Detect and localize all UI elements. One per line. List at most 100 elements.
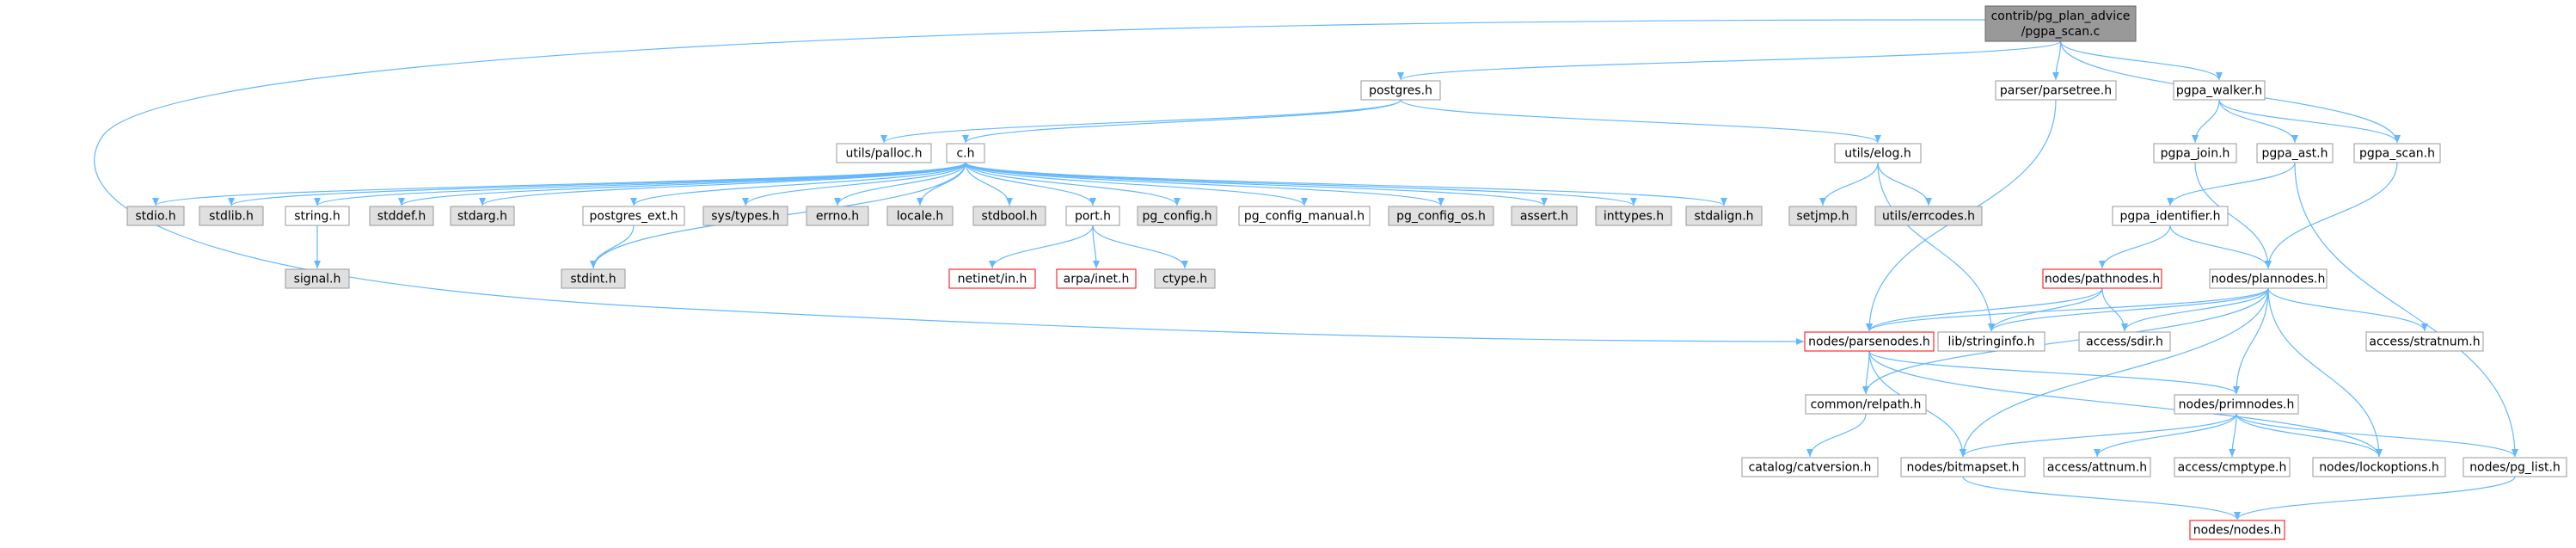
node-setjmp-h[interactable]: setjmp.h: [1788, 206, 1857, 226]
node-label: locale.h: [897, 210, 944, 224]
node-label: nodes/pg_list.h: [2469, 461, 2561, 475]
node-utils-palloc-h[interactable]: utils/palloc.h: [836, 143, 932, 163]
node-netinet-in-h[interactable]: netinet/in.h: [948, 268, 1036, 289]
node-postgres-ext-h[interactable]: postgres_ext.h: [582, 206, 685, 226]
node-port-h[interactable]: port.h: [1065, 206, 1120, 226]
node-access-sdir-h[interactable]: access/sdir.h: [2078, 331, 2171, 352]
edge-pgpa-scan-h-to-nodes-plannodes-h: [2265, 162, 2398, 269]
edge-c-h-to-stdalign-h: [965, 162, 1727, 206]
node-catalog-catversion-h[interactable]: catalog/catversion.h: [1741, 457, 1879, 477]
node-layer: contrib/pg_plan_advice /pgpa_scan.c post…: [126, 5, 2567, 540]
edge-nodes-primnodes-h-to-nodes-pg-list-h: [2236, 413, 2518, 458]
edge-c-h-to-assert-h: [965, 162, 1548, 206]
node-nodes-primnodes-h[interactable]: nodes/primnodes.h: [2174, 394, 2299, 415]
node-pg-config-h[interactable]: pg_config.h: [1137, 206, 1217, 226]
node-label: common/relpath.h: [1811, 398, 1922, 412]
node-ctype-h[interactable]: ctype.h: [1154, 268, 1216, 289]
node-label: pgpa_walker.h: [2176, 84, 2262, 98]
node-common-relpath-h[interactable]: common/relpath.h: [1805, 394, 1927, 415]
node-nodes-plannodes-h[interactable]: nodes/plannodes.h: [2209, 268, 2328, 289]
node-label: stdarg.h: [457, 210, 507, 224]
node-stdio-h[interactable]: stdio.h: [126, 206, 185, 226]
node-nodes-pg-list-h[interactable]: nodes/pg_list.h: [2463, 457, 2567, 477]
node-pgpa-scan-h[interactable]: pgpa_scan.h: [2353, 143, 2441, 163]
node-inttypes-h[interactable]: inttypes.h: [1595, 206, 1672, 226]
edge-c-h-to-port-h: [965, 162, 1096, 206]
node-box: [1360, 80, 1441, 101]
node-stdalign-h[interactable]: stdalign.h: [1685, 206, 1763, 226]
node-label: errno.h: [816, 210, 859, 224]
node-sys-types-h[interactable]: sys/types.h: [702, 206, 788, 226]
edge-common-relpath-h-to-catalog-catversion-h: [1806, 413, 1867, 458]
edge-nodes-pg-list-h-to-nodes-nodes-h: [2234, 476, 2516, 520]
node-assert-h[interactable]: assert.h: [1511, 206, 1578, 226]
node-errno-h[interactable]: errno.h: [806, 206, 869, 226]
edge-nodes-pathnodes-h-to-nodes-parsenodes-h: [1866, 287, 2103, 332]
node-access-attnum-h[interactable]: access/attnum.h: [2043, 457, 2151, 477]
node-stdbool-h[interactable]: stdbool.h: [972, 206, 1046, 226]
node-label: netinet/in.h: [958, 273, 1027, 286]
node-label: pgpa_scan.h: [2359, 147, 2435, 161]
node-pgpa-walker-h[interactable]: pgpa_walker.h: [2173, 80, 2266, 101]
node-box: [2174, 457, 2291, 477]
node-label: port.h: [1075, 210, 1111, 224]
root-node[interactable]: contrib/pg_plan_advice /pgpa_scan.c: [1984, 5, 2137, 42]
node-parsetree-h[interactable]: parser/parsetree.h: [1995, 80, 2117, 101]
node-locale-h[interactable]: locale.h: [886, 206, 954, 226]
node-box: [450, 206, 515, 226]
root-label-line-1: contrib/pg_plan_advice: [1991, 9, 2131, 23]
node-string-h[interactable]: string.h: [285, 206, 350, 226]
node-stddef-h[interactable]: stddef.h: [369, 206, 434, 226]
node-arpa-inet-h[interactable]: arpa/inet.h: [1056, 268, 1137, 289]
node-box: [582, 206, 685, 226]
node-pgpa-join-h[interactable]: pgpa_join.h: [2153, 143, 2237, 163]
node-box: [2353, 143, 2441, 163]
node-c-h[interactable]: c.h: [946, 143, 985, 163]
edge-c-h-to-locale-h: [917, 162, 966, 206]
node-utils-errcodes-h[interactable]: utils/errcodes.h: [1874, 206, 1983, 226]
node-lib-stringinfo-h[interactable]: lib/stringinfo.h: [1937, 331, 2045, 352]
node-pg-config-manual-h[interactable]: pg_config_manual.h: [1238, 206, 1371, 226]
node-access-stratnum-h[interactable]: access/stratnum.h: [2365, 331, 2484, 352]
node-nodes-pathnodes-h[interactable]: nodes/pathnodes.h: [2042, 268, 2162, 289]
node-box: [1056, 268, 1137, 289]
node-label: inttypes.h: [1604, 210, 1664, 224]
node-box: [2312, 457, 2446, 477]
node-label: stdint.h: [570, 273, 616, 286]
edge-nodes-primnodes-h-to-nodes-lockoptions-h: [2236, 413, 2383, 458]
node-box: [1595, 206, 1672, 226]
edge-pgpa-identifier-h-to-nodes-plannodes-h: [2169, 225, 2272, 269]
edge-root-to-pgpa-walker-h: [2059, 40, 2223, 81]
node-box: [2209, 268, 2328, 289]
node-pg-config-os-h[interactable]: pg_config_os.h: [1388, 206, 1494, 226]
node-nodes-bitmapset-h[interactable]: nodes/bitmapset.h: [1900, 457, 2026, 477]
node-pgpa-identifier-h[interactable]: pgpa_identifier.h: [2112, 206, 2229, 226]
node-utils-elog-h[interactable]: utils/elog.h: [1834, 143, 1922, 163]
node-nodes-lockoptions-h[interactable]: nodes/lockoptions.h: [2312, 457, 2446, 477]
node-pgpa-ast-h[interactable]: pgpa_ast.h: [2256, 143, 2334, 163]
node-stdlib-h[interactable]: stdlib.h: [199, 206, 264, 226]
node-label: utils/palloc.h: [846, 147, 923, 161]
edge-utils-elog-h-to-lib-stringinfo-h: [1877, 162, 1995, 332]
edge-c-h-to-postgres-ext-h: [630, 162, 966, 206]
node-access-cmptype-h[interactable]: access/cmptype.h: [2174, 457, 2291, 477]
node-box: [2463, 457, 2567, 477]
node-box: [2112, 206, 2229, 226]
root-label-line-2: /pgpa_scan.c: [2021, 25, 2101, 39]
node-box: [369, 206, 434, 226]
node-nodes-nodes-h[interactable]: nodes/nodes.h: [2189, 520, 2285, 540]
node-label: pg_config_os.h: [1396, 210, 1486, 224]
edge-c-h-to-stdio-h: [152, 162, 966, 206]
node-label: ctype.h: [1162, 273, 1207, 286]
node-postgres-h[interactable]: postgres.h: [1360, 80, 1441, 101]
edge-pgpa-identifier-h-to-nodes-pathnodes-h: [2099, 225, 2171, 269]
node-signal-h[interactable]: signal.h: [285, 268, 350, 289]
node-stdarg-h[interactable]: stdarg.h: [450, 206, 515, 226]
node-box: [1065, 206, 1120, 226]
node-stdint-h[interactable]: stdint.h: [561, 268, 626, 289]
node-label: access/stratnum.h: [2369, 336, 2480, 349]
node-box: [972, 206, 1046, 226]
edge-port-h-to-netinet-in-h: [989, 225, 1094, 269]
edge-pgpa-join-h-to-nodes-plannodes-h: [2194, 162, 2272, 269]
node-nodes-parsenodes-h[interactable]: nodes/parsenodes.h: [1804, 331, 1935, 352]
